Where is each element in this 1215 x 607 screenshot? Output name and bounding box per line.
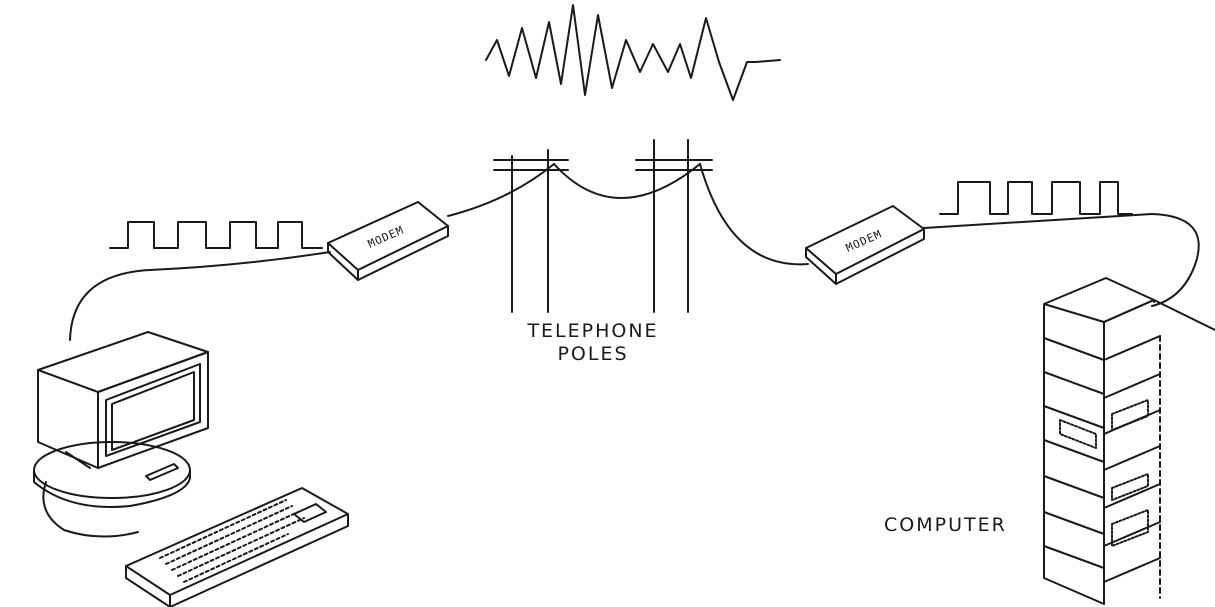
right-modem: MODEM xyxy=(806,206,924,284)
phone-line-right xyxy=(700,164,808,264)
analog-signal-wave xyxy=(486,5,780,100)
right-digital-signal xyxy=(940,182,1132,214)
telephone-pole-1 xyxy=(494,150,568,312)
phone-line-left xyxy=(448,164,554,216)
right-modem-label: MODEM xyxy=(844,227,884,254)
computer-label: COMPUTER xyxy=(884,514,1024,536)
terminal-base xyxy=(34,442,190,507)
cable-modem-to-computer xyxy=(924,214,1199,306)
telephone-poles-label-line2: POLES xyxy=(498,343,688,365)
left-modem-label: MODEM xyxy=(366,223,406,250)
left-digital-signal xyxy=(110,222,322,248)
left-modem: MODEM xyxy=(328,202,448,280)
mainframe-computer xyxy=(1044,278,1215,604)
cable-terminal-to-modem xyxy=(70,252,330,340)
telephone-poles-label-line1: TELEPHONE xyxy=(498,320,688,342)
keyboard xyxy=(126,488,348,607)
